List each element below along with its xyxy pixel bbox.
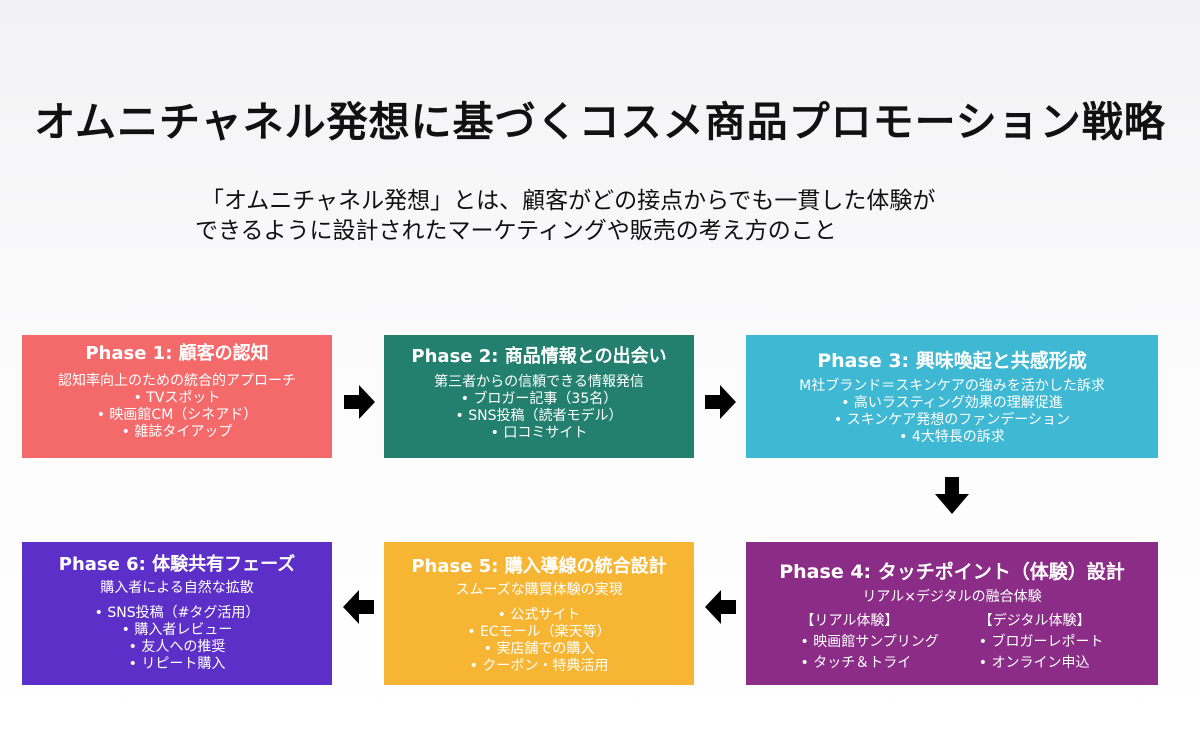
phase-5-title: Phase 5: 購入導線の統合設計 — [411, 556, 667, 577]
phase-3-bullet: 高いラスティング効果の理解促進 — [746, 395, 1158, 412]
phase-1-bullet: TVスポット — [22, 390, 332, 407]
phase-2-bullet: SNS投稿（読者モデル） — [384, 408, 694, 425]
real-experience-column: 【リアル体験】 映画館サンプリング タッチ＆トライ — [800, 612, 938, 672]
real-experience-bullet: 映画館サンプリング — [800, 634, 939, 651]
phase-3-box: Phase 3: 興味喚起と共感形成 M社ブランド＝スキンケアの強みを活かした訴… — [746, 335, 1158, 458]
phase-5-description: スムーズな購買体験の実現 — [455, 582, 623, 598]
digital-experience-heading: 【デジタル体験】 — [978, 613, 1091, 629]
phase-1-bullet: 雑誌タイアップ — [22, 424, 332, 441]
phase-2-description: 第三者からの信頼できる情報発信 — [434, 374, 644, 390]
phase-4-columns: 【リアル体験】 映画館サンプリング タッチ＆トライ 【デジタル体験】 ブロガーレ… — [746, 612, 1158, 672]
right-arrow-icon — [705, 385, 736, 419]
digital-experience-bullet: ブロガーレポート — [979, 634, 1104, 651]
phase-6-box: Phase 6: 体験共有フェーズ 購入者による自然な拡散 SNS投稿（#タグ活… — [22, 542, 332, 685]
right-arrow-icon — [344, 385, 375, 419]
real-experience-bullet: タッチ＆トライ — [800, 655, 938, 672]
phase-6-bullet: SNS投稿（#タグ活用） — [22, 605, 332, 622]
phase-2-box: Phase 2: 商品情報との出会い 第三者からの信頼できる情報発信 ブロガー記… — [384, 335, 694, 458]
phase-2-bullet: 口コミサイト — [384, 425, 694, 442]
phase-6-bullet: 友人への推奨 — [22, 639, 332, 656]
real-experience-heading: 【リアル体験】 — [800, 613, 899, 629]
definition-line-2: できるように設計されたマーケティングや販売の考え方のこと — [195, 218, 837, 244]
phase-1-bullet: 映画館CM（シネアド） — [22, 407, 332, 424]
phase-3-bullet: スキンケア発想のファンデーション — [746, 412, 1158, 429]
definition-line-1: 「オムニチャネル発想」とは、顧客がどの接点からでも一貫した体験が — [201, 188, 936, 214]
digital-experience-column: 【デジタル体験】 ブロガーレポート オンライン申込 — [979, 612, 1104, 672]
phase-6-bullet: リピート購入 — [22, 656, 332, 673]
left-arrow-icon — [705, 590, 736, 624]
phase-6-description: 購入者による自然な拡散 — [100, 580, 254, 596]
phase-5-bullet: 実店舗での購入 — [384, 641, 694, 658]
down-arrow-icon — [935, 477, 969, 514]
left-arrow-icon — [343, 590, 374, 624]
phase-4-description: リアル×デジタルの融合体験 — [862, 589, 1042, 605]
definition-text: 「オムニチャネル発想」とは、顧客がどの接点からでも一貫した体験が できるように設… — [195, 186, 1015, 246]
phase-1-description: 認知率向上のための統合的アプローチ — [58, 373, 296, 389]
phase-3-bullet: 4大特長の訴求 — [746, 429, 1158, 446]
phase-3-title: Phase 3: 興味喚起と共感形成 — [817, 350, 1087, 372]
phase-5-bullet: ECモール（楽天等） — [384, 624, 694, 641]
phase-2-title: Phase 2: 商品情報との出会い — [411, 346, 667, 367]
phase-5-bullet: クーポン・特典活用 — [384, 658, 694, 675]
phase-5-box: Phase 5: 購入導線の統合設計 スムーズな購買体験の実現 公式サイト EC… — [384, 542, 694, 685]
phase-1-title: Phase 1: 顧客の認知 — [85, 343, 269, 364]
phase-1-box: Phase 1: 顧客の認知 認知率向上のための統合的アプローチ TVスポット … — [22, 335, 332, 458]
page-title: オムニチャネル発想に基づくコスメ商品プロモーション戦略 — [34, 98, 1166, 146]
phase-6-bullet: 購入者レビュー — [22, 622, 332, 639]
phase-5-bullet: 公式サイト — [384, 607, 694, 624]
phase-3-description: M社ブランド＝スキンケアの強みを活かした訴求 — [799, 378, 1105, 394]
phase-6-title: Phase 6: 体験共有フェーズ — [58, 554, 296, 575]
phase-2-bullet: ブロガー記事（35名） — [384, 391, 694, 408]
phase-4-title: Phase 4: タッチポイント（体験）設計 — [779, 561, 1125, 583]
phase-4-box: Phase 4: タッチポイント（体験）設計 リアル×デジタルの融合体験 【リア… — [746, 542, 1158, 685]
digital-experience-bullet: オンライン申込 — [979, 655, 1104, 672]
